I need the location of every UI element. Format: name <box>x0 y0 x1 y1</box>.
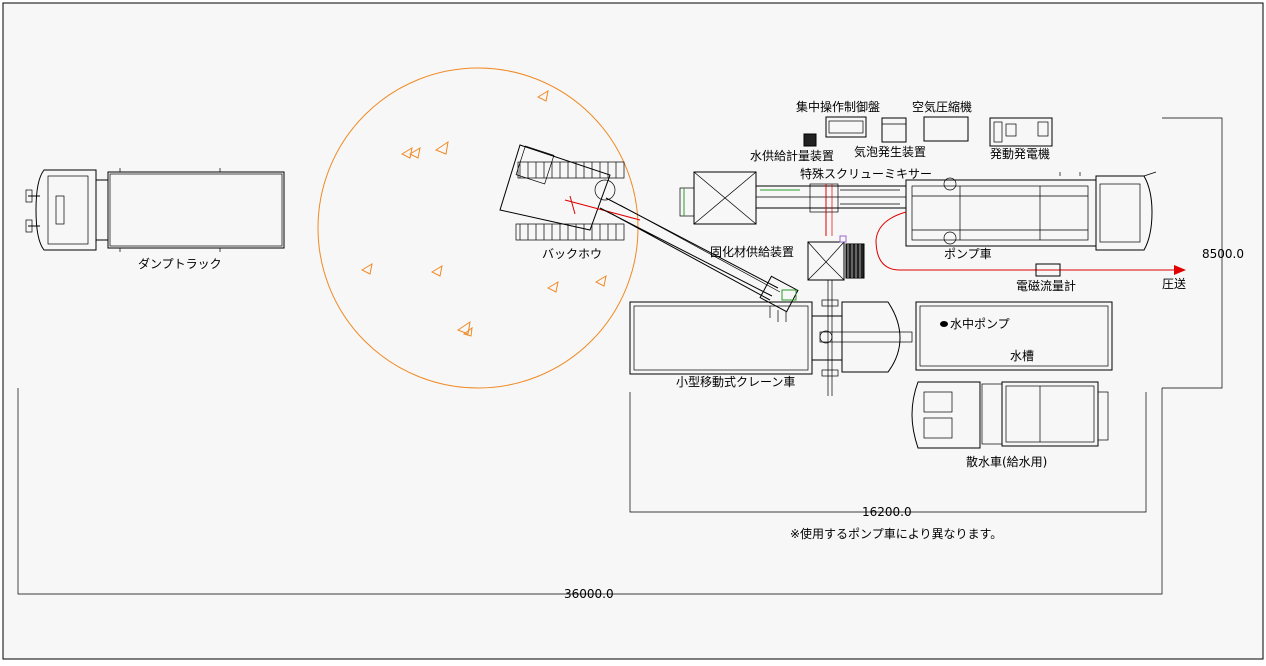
submersible-pump-label: 水中ポンプ <box>950 316 1010 331</box>
rubble-markers <box>360 89 607 337</box>
generator-label: 発動発電機 <box>990 146 1050 161</box>
water-tank-label: 水槽 <box>1010 349 1034 363</box>
pump-truck-label: ポンプ車 <box>944 247 992 261</box>
crane-truck-label: 小型移動式クレーン車 <box>676 375 795 389</box>
screw-mixer <box>679 171 907 236</box>
pump-truck <box>905 171 1157 251</box>
air-compressor-label: 空気圧縮機 <box>912 99 972 114</box>
backhoe <box>499 144 799 322</box>
generator <box>989 117 1053 147</box>
water-truck-label: 散水車(給水用) <box>966 454 1047 469</box>
delivery-line <box>875 211 1174 271</box>
inner-width-dimension: 16200.0 <box>862 505 912 519</box>
inner-width-dimension-line <box>629 392 1147 513</box>
foam-generator-label: 気泡発生装置 <box>854 144 926 159</box>
central-control-panel <box>825 116 867 138</box>
delivery-arrow <box>1174 265 1186 275</box>
foam-generator <box>881 117 907 143</box>
footnote: ※使用するポンプ車により異なります。 <box>790 526 1002 541</box>
water-meter <box>803 133 817 147</box>
water-truck <box>911 381 1109 449</box>
dump-truck-label: ダンプトラック <box>138 256 222 271</box>
height-dimension: 8500.0 <box>1202 247 1244 261</box>
solidifier-feeder <box>807 235 865 281</box>
screw-mixer-label: 特殊スクリューミキサー <box>800 166 932 181</box>
solidifier-feeder-label: 固化材供給装置 <box>710 245 794 259</box>
dump-truck <box>25 168 285 252</box>
flowmeter <box>1035 263 1061 277</box>
crane-truck <box>629 280 913 396</box>
total-width-dimension-line <box>17 388 1163 595</box>
water-tank <box>915 301 1113 371</box>
flowmeter-label: 電磁流量計 <box>1016 278 1076 293</box>
water-meter-label: 水供給計量装置 <box>750 148 834 163</box>
height-dimension-line <box>1162 117 1223 389</box>
backhoe-label: バックホウ <box>542 247 602 261</box>
submersible-pump-icon <box>940 321 948 327</box>
air-compressor <box>923 116 969 142</box>
central-control-label: 集中操作制御盤 <box>796 99 880 114</box>
pressure-feed-label: 圧送 <box>1162 276 1186 291</box>
total-width-dimension: 36000.0 <box>564 587 614 601</box>
